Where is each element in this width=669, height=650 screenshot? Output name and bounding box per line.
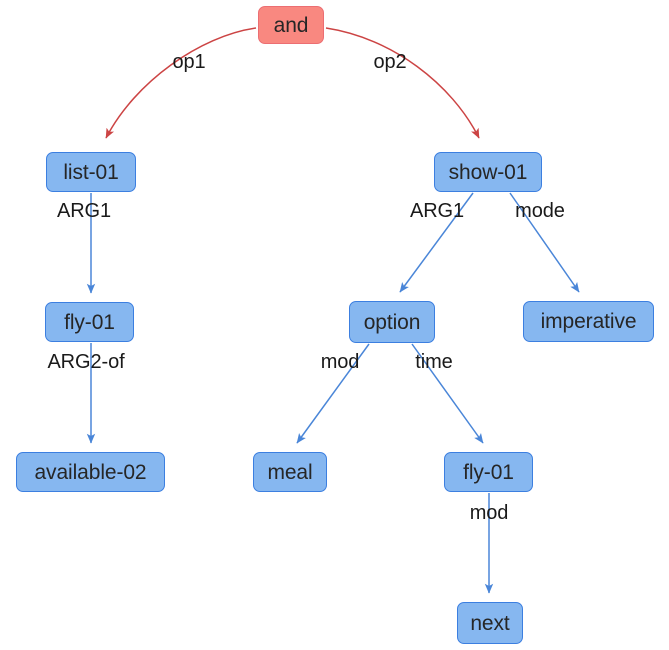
edge-op1 [105,27,257,139]
node-available-02[interactable]: available-02 [16,452,165,492]
edge-label-mod-next: mod [469,502,509,524]
node-and[interactable]: and [258,6,324,44]
edge-label-mod-meal: mod [320,351,360,373]
node-list-01[interactable]: list-01 [46,152,136,192]
edge-mode [509,192,580,293]
edge-arg1-show [399,192,474,293]
edge-op2 [325,27,480,139]
edge-label-op2: op2 [373,51,407,73]
edge-label-arg2of: ARG2-of [47,351,125,373]
node-fly-01-lower[interactable]: fly-01 [444,452,533,492]
node-option[interactable]: option [349,301,435,343]
node-fly-01-upper[interactable]: fly-01 [45,302,134,342]
edge-label-time: time [415,351,453,373]
edge-mod-meal [296,343,370,444]
edge-label-arg1-show: ARG1 [409,200,465,222]
node-next[interactable]: next [457,602,523,644]
edge-label-arg1-list: ARG1 [56,200,112,222]
edge-label-mode: mode [515,200,565,222]
edge-time [411,343,484,444]
node-imperative[interactable]: imperative [523,301,654,342]
edge-label-op1: op1 [172,51,206,73]
node-meal[interactable]: meal [253,452,327,492]
node-show-01[interactable]: show-01 [434,152,542,192]
